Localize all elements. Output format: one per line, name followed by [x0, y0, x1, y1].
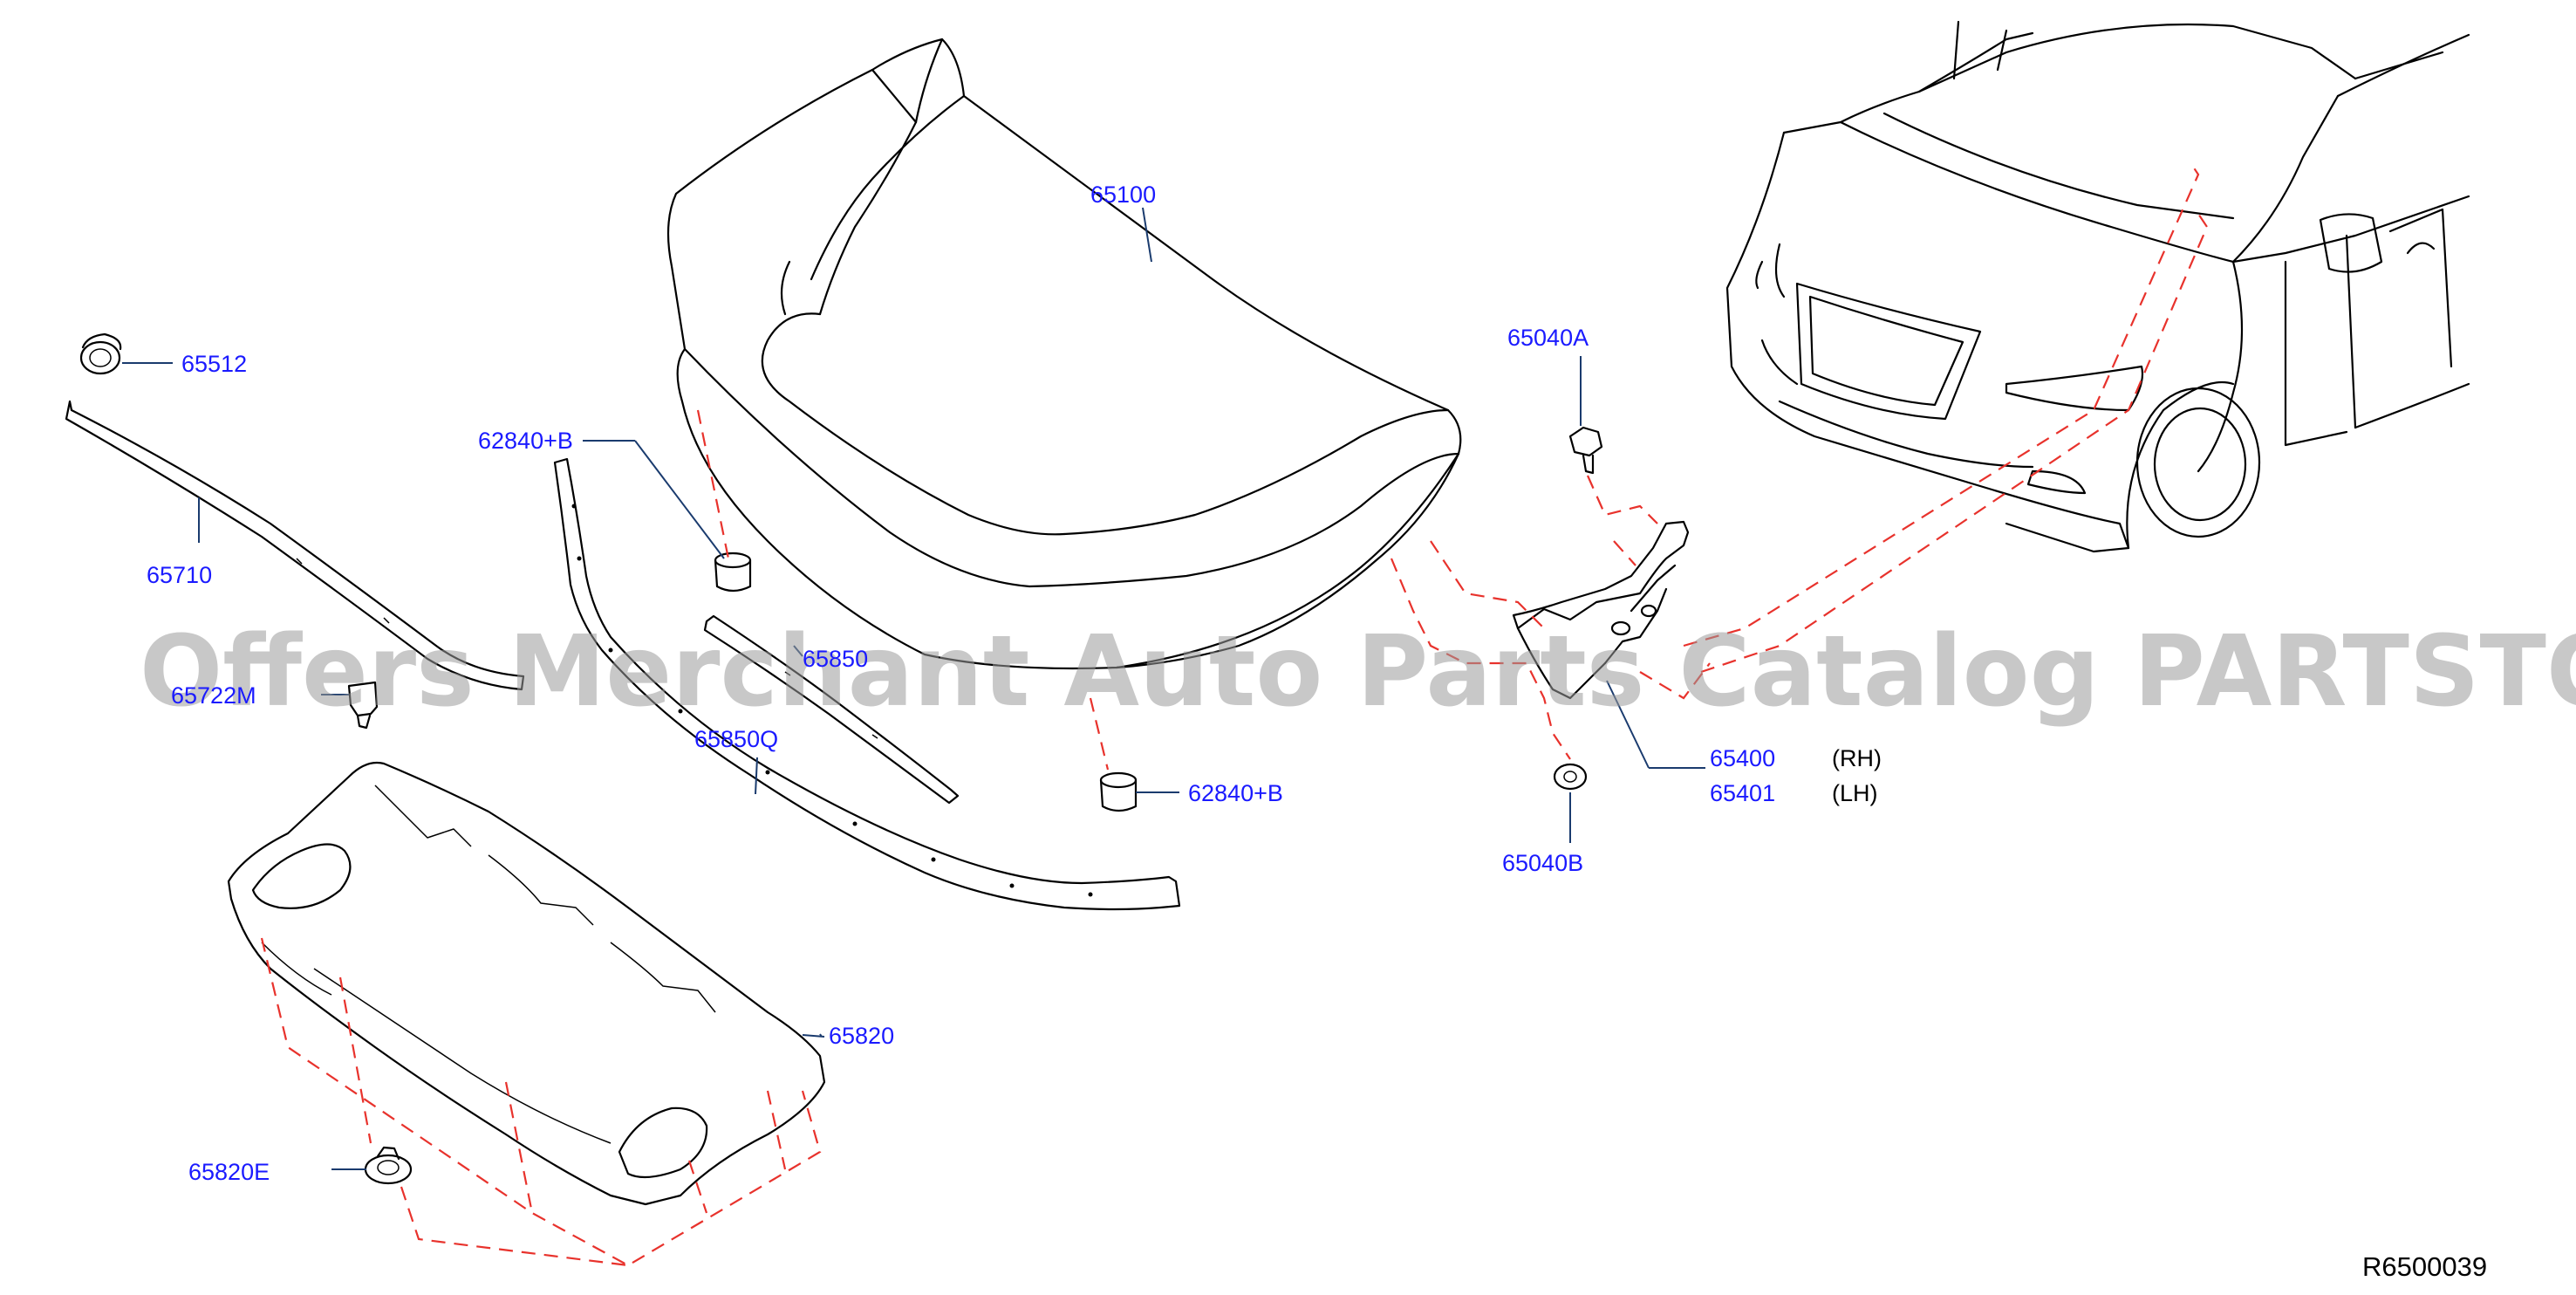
label-insulator[interactable]: 65820	[829, 1023, 894, 1049]
hood-seal-strip[interactable]	[65, 400, 525, 691]
bumper-upper[interactable]	[714, 552, 752, 593]
label-bumper-upper[interactable]: 62840+B	[478, 428, 573, 454]
label-grommet[interactable]: 65512	[181, 351, 247, 377]
label-bolt-b[interactable]: 65040B	[1502, 850, 1583, 876]
clip-65820e[interactable]	[364, 1146, 413, 1185]
assembly-dashed-lines	[260, 161, 2209, 1267]
label-side-rh: (RH)	[1832, 745, 1882, 771]
label-insulator-clip[interactable]: 65820E	[188, 1159, 270, 1185]
label-hinge-rh[interactable]: 65400	[1710, 745, 1775, 771]
label-hood-seal[interactable]: 65710	[147, 562, 212, 588]
watermark-text: Offers Merchant Auto Parts Catalog PARTS…	[140, 615, 2576, 729]
clip-65722m[interactable]	[347, 681, 379, 730]
label-clip[interactable]: 65722M	[171, 682, 256, 709]
bumper-lower[interactable]	[1099, 771, 1138, 812]
nut-65040b[interactable]	[1553, 763, 1588, 791]
car-illustration	[1725, 20, 2470, 553]
label-seal-front[interactable]: 65850	[803, 646, 868, 672]
label-hinge-lh[interactable]: 65401	[1710, 780, 1775, 806]
grommet-65512[interactable]	[79, 332, 122, 375]
hood-hinge[interactable]	[1512, 520, 1690, 700]
label-hood[interactable]: 65100	[1090, 182, 1156, 208]
seal-65850q[interactable]	[553, 457, 1181, 911]
bolt-65040a[interactable]	[1568, 426, 1603, 475]
label-bumper-lower[interactable]: 62840+B	[1188, 780, 1283, 806]
label-side-lh: (LH)	[1832, 780, 1878, 806]
hood-insulator[interactable]	[227, 761, 826, 1206]
reference-code: R6500039	[2362, 1251, 2487, 1282]
hood-panel[interactable]	[666, 38, 1462, 670]
leader-lines	[122, 207, 1705, 1170]
label-bolt-a[interactable]: 65040A	[1507, 325, 1589, 351]
seal-65850[interactable]	[703, 614, 960, 805]
label-seal-q[interactable]: 65850Q	[694, 726, 778, 752]
